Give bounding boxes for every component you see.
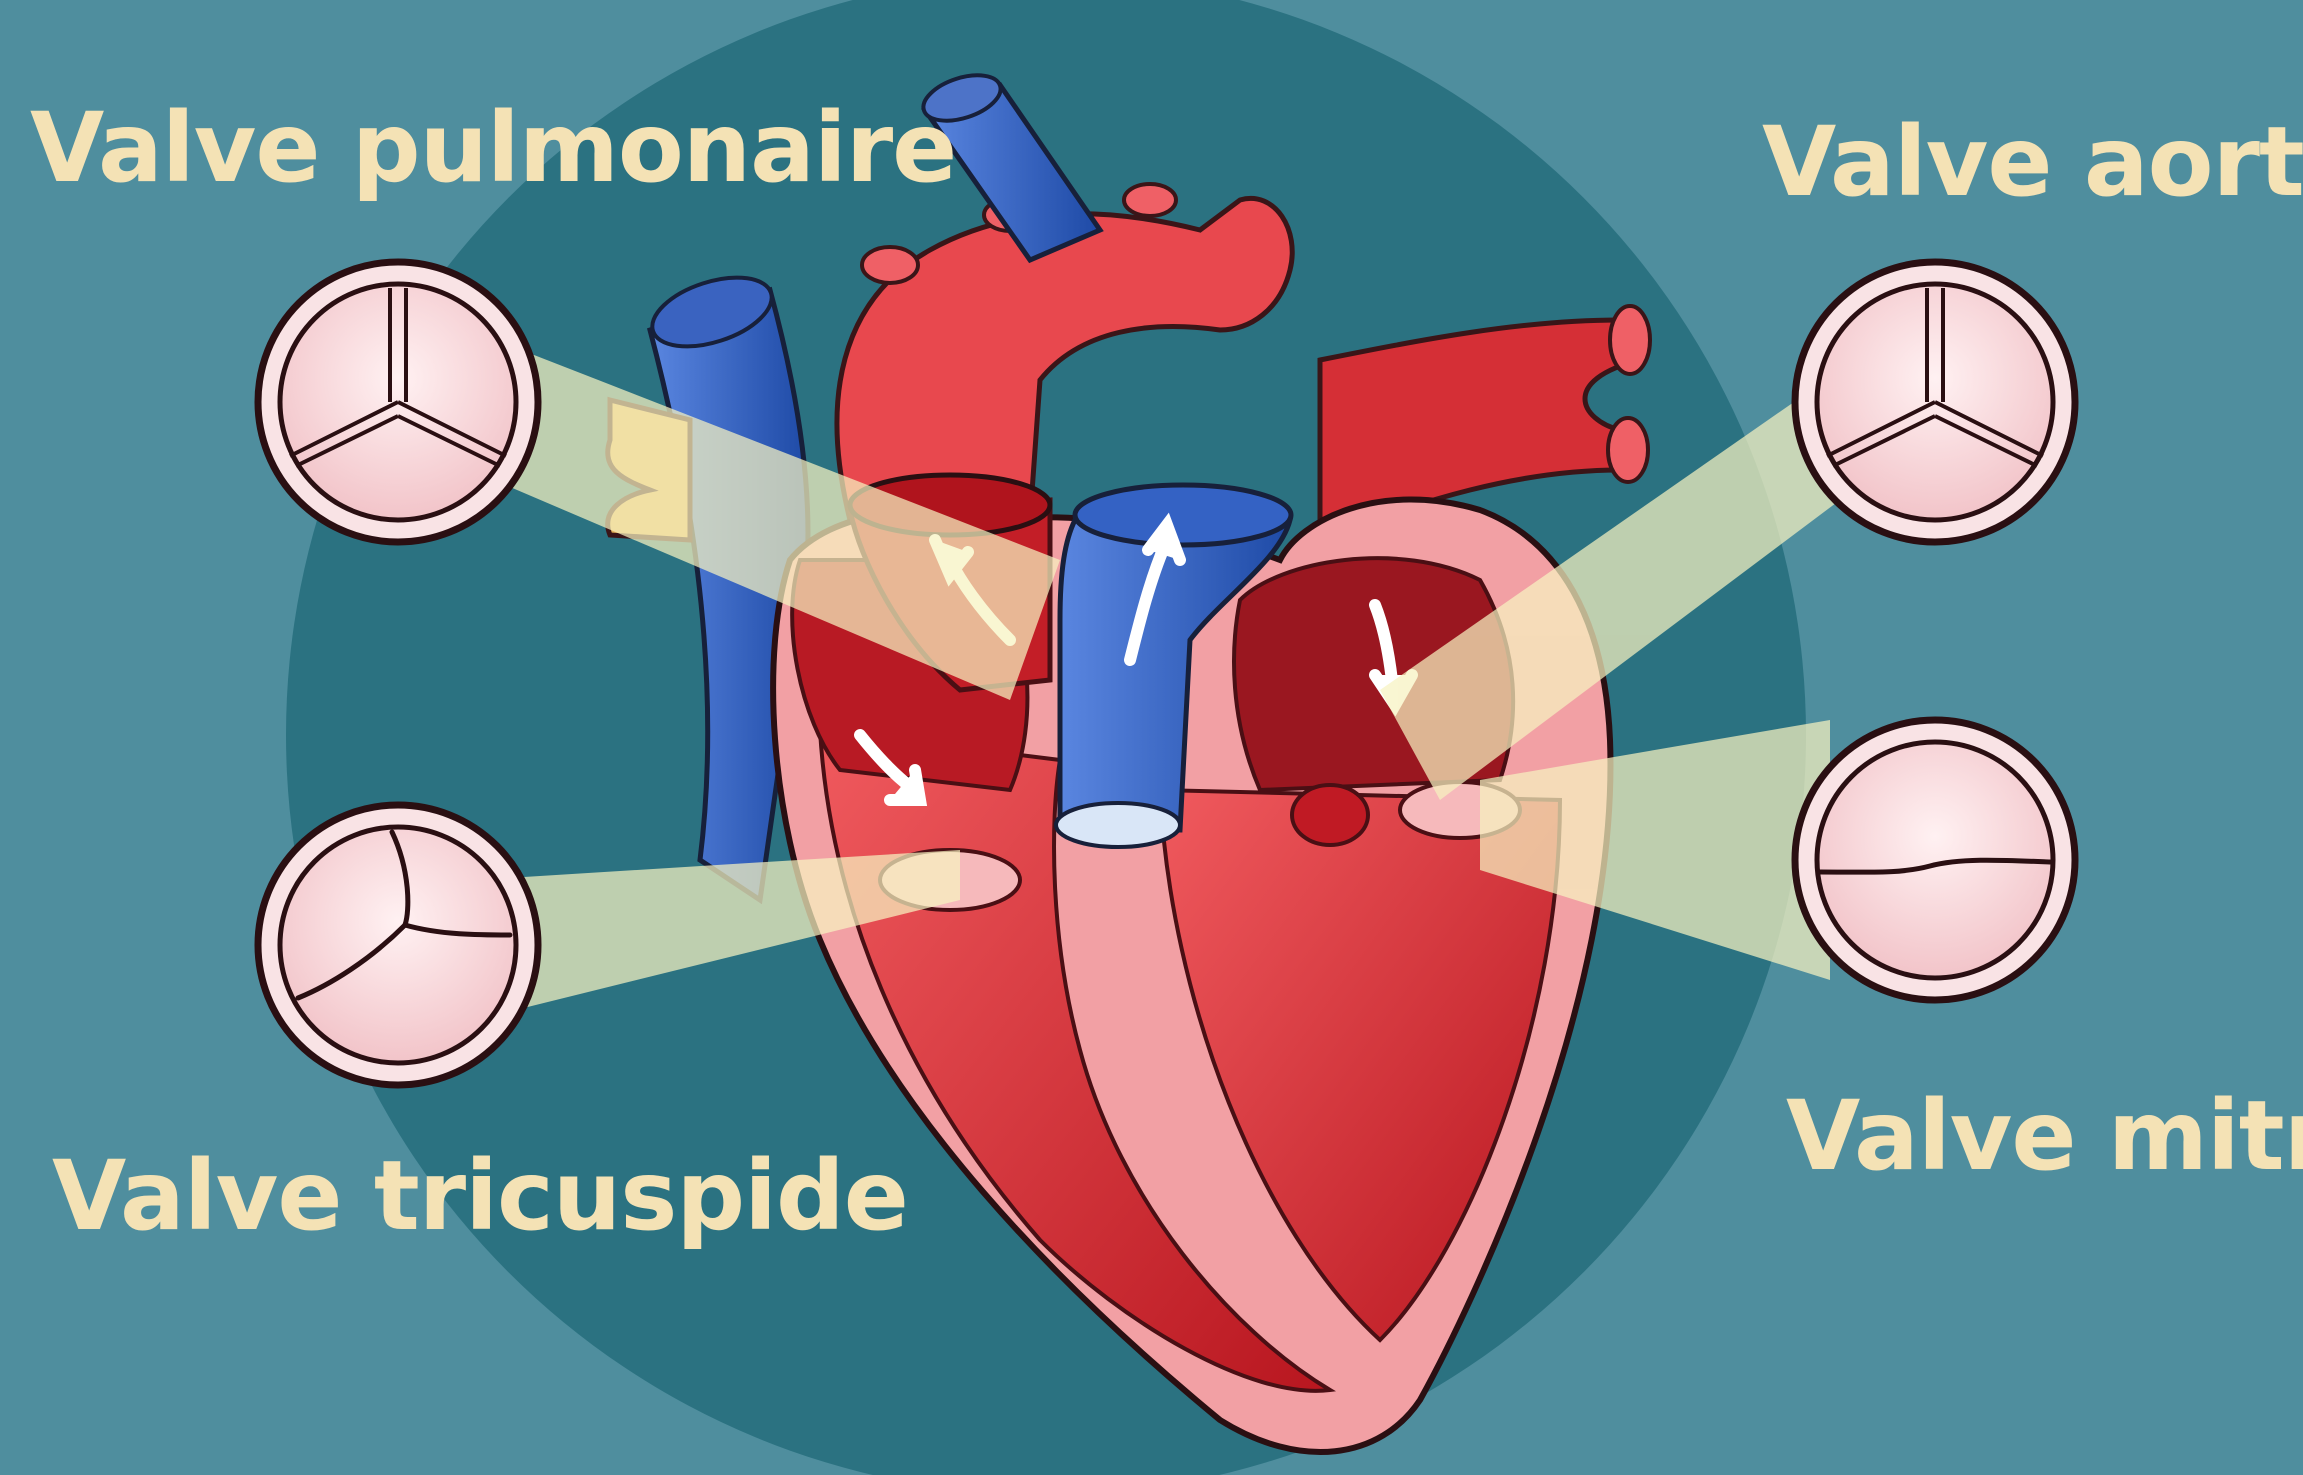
aortic-valve-icon xyxy=(1795,262,2075,542)
tricuspid-valve-icon xyxy=(258,805,538,1085)
label-aortic-valve: Valve aortique xyxy=(1762,114,2303,210)
label-tricuspid-valve: Valve tricuspide xyxy=(52,1148,908,1244)
pulmonary-valve-icon xyxy=(258,262,538,542)
label-mitral-valve: Valve mitrale xyxy=(1786,1088,2303,1184)
mitral-valve-icon xyxy=(1795,720,2075,1000)
label-pulmonary-valve: Valve pulmonaire xyxy=(30,100,956,196)
aorta-branch-3 xyxy=(1124,184,1176,216)
aortic-ring xyxy=(1292,785,1368,845)
aorta-branch-1 xyxy=(862,247,918,283)
